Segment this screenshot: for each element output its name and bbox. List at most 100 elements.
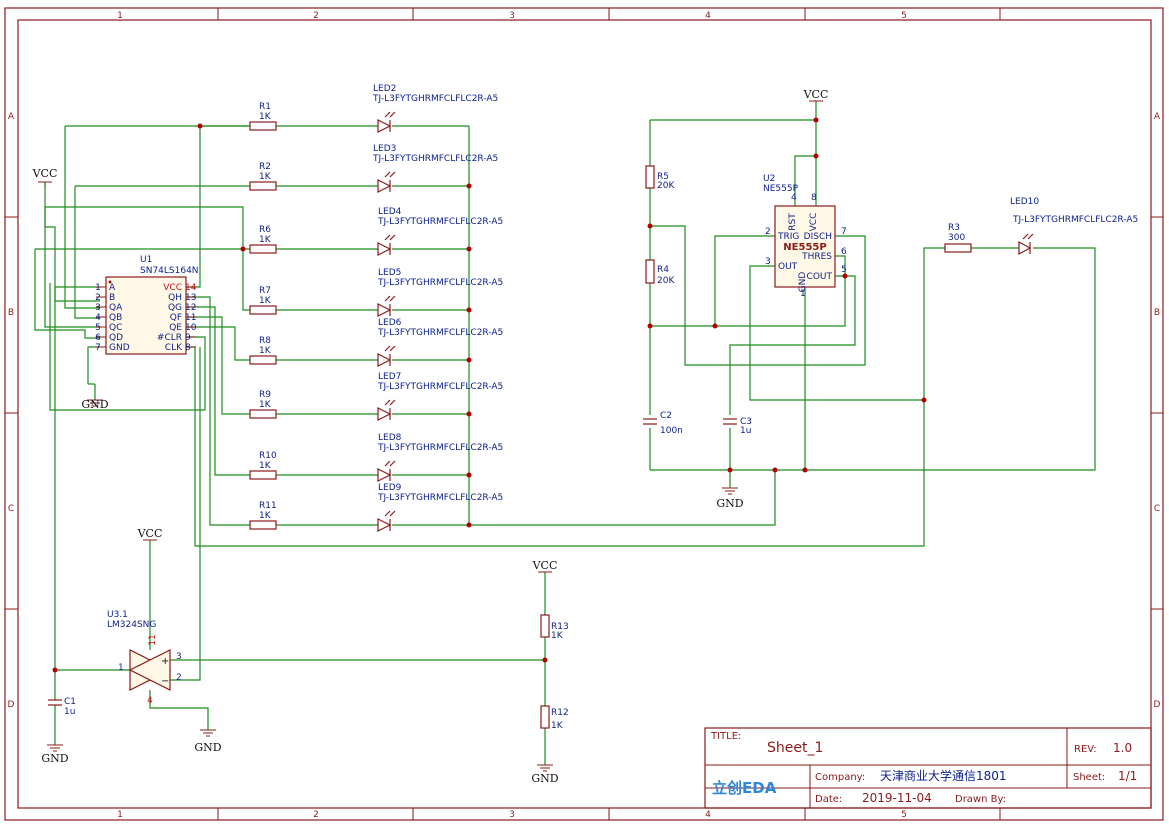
vcc-symbol-u3: VCC — [137, 527, 163, 541]
wires — [34, 101, 1096, 765]
u3-pin-vpos: 11 — [148, 634, 158, 645]
r3-ref: R3 — [948, 223, 960, 233]
u2-pin-name: COUT — [807, 272, 833, 282]
row-label-right: A — [1154, 112, 1161, 122]
vcc-symbol-u1: VCC — [32, 167, 58, 187]
resistor-body — [249, 121, 277, 131]
r12-resistor: R12 1K — [540, 705, 569, 731]
led-ref: LED2 — [373, 84, 396, 94]
u2-pin-name: THRES — [801, 252, 832, 262]
u1-pin-number: 11 — [185, 313, 196, 323]
u3-opamp: + − U3.1 LM324SNG 1 3 2 11 4 — [107, 610, 182, 706]
c2-capacitor: C2 100n — [643, 411, 683, 436]
c3-capacitor: C3 1u — [723, 417, 752, 436]
vcc-label: VCC — [137, 527, 163, 540]
u1-pin-name: GND — [109, 343, 130, 353]
c1-value: 1u — [64, 707, 75, 717]
u2-pin-number: 8 — [811, 193, 817, 203]
u1-pin-number: 9 — [185, 333, 191, 343]
u2-body-title: NE555P — [783, 242, 826, 253]
led-light-arrow — [384, 234, 391, 241]
resistor-body — [249, 181, 277, 191]
resistor-ref: R9 — [259, 390, 271, 400]
company-label: Company: — [815, 772, 865, 783]
title-block: TITLE: Sheet_1 REV: 1.0 立创EDA Company: 天… — [704, 727, 1152, 809]
led-light-arrow — [384, 295, 391, 302]
u1-pin-number: 12 — [185, 303, 196, 313]
led-light-arrow — [389, 510, 396, 517]
r13-ref: R13 — [551, 622, 569, 632]
resistor-body — [249, 520, 277, 530]
u1-pin-number: 2 — [95, 293, 101, 303]
led-part: TJ-L3FYTGHRMFCLFLC2R-A5 — [372, 154, 498, 164]
grid-labels: 1 2 3 4 5 1 2 3 4 5 A B C D A B C D — [8, 11, 1161, 820]
gnd-label: GND — [531, 772, 558, 785]
resistor-ref: R2 — [259, 162, 271, 172]
col-label-bottom: 3 — [509, 810, 515, 820]
r5-resistor: R5 20K — [645, 165, 675, 191]
opamp-plus-sign: + — [161, 656, 169, 667]
u2-pin-name: RST — [788, 213, 798, 231]
led-diode-icon — [377, 468, 392, 482]
resistor-body — [249, 244, 277, 254]
r13-value: 1K — [551, 631, 564, 641]
u2-pin-name: DISCH — [804, 232, 832, 242]
led-ref: LED3 — [373, 144, 396, 154]
u1-pin-name: VCC — [163, 283, 182, 293]
led-light-arrow — [384, 399, 391, 406]
easyeda-logo: 立创EDA — [712, 779, 777, 797]
gnd-label: GND — [41, 752, 68, 765]
resistor-ref: R7 — [259, 286, 271, 296]
gnd-symbol-c3: GND — [716, 487, 744, 510]
r4-resistor: R4 20K — [645, 259, 675, 286]
u2-pin-number: 2 — [765, 227, 771, 237]
col-label-top: 2 — [313, 11, 319, 21]
led-part: TJ-L3FYTGHRMFCLFLC2R-A5 — [377, 382, 503, 392]
resistor-body — [249, 470, 277, 480]
led-diode-icon — [377, 242, 392, 256]
led-diode-icon — [377, 179, 392, 193]
row-label-left: C — [8, 504, 14, 514]
row-label-left: D — [8, 700, 15, 710]
col-label-top: 1 — [117, 11, 123, 21]
u1-pin-name: QA — [109, 303, 123, 313]
row-label-right: B — [1154, 308, 1160, 318]
led-light-arrow — [384, 171, 391, 178]
c3-ref: C3 — [740, 417, 752, 427]
resistor-ref: R1 — [259, 102, 271, 112]
row-label-left: B — [8, 308, 14, 318]
opamp-minus-sign: − — [161, 676, 169, 687]
led-part: TJ-L3FYTGHRMFCLFLC2R-A5 — [377, 278, 503, 288]
led-light-arrow — [389, 399, 396, 406]
u3-part: LM324SNG — [107, 620, 156, 630]
company-value: 天津商业大学通信1801 — [880, 768, 1007, 783]
sheet-frame — [4, 7, 1164, 821]
u2-part: NE555P — [763, 184, 799, 194]
u2-pin-number: 5 — [841, 265, 847, 275]
led-light-arrow — [384, 460, 391, 467]
r12-ref: R12 — [551, 708, 569, 718]
u3-pin-vneg: 4 — [147, 696, 153, 706]
resistor-value: 1K — [259, 172, 272, 182]
u1-pin-name: A — [109, 283, 116, 293]
sheet-title: Sheet_1 — [767, 740, 823, 756]
gnd-symbol-u1: GND — [81, 398, 108, 411]
led-diode-icon — [377, 407, 392, 421]
u1-pin-name: QE — [169, 323, 182, 333]
c1-capacitor: C1 1u — [48, 697, 76, 717]
u1-pin-number: 7 — [95, 343, 101, 353]
led-ref: LED6 — [378, 318, 402, 328]
row-label-right: D — [1154, 700, 1161, 710]
vcc-label: VCC — [32, 167, 58, 180]
u1-pin-number: 13 — [185, 293, 196, 303]
col-label-top: 5 — [901, 11, 907, 21]
u2-pin-number: 7 — [841, 227, 847, 237]
led-light-arrow — [389, 345, 396, 352]
